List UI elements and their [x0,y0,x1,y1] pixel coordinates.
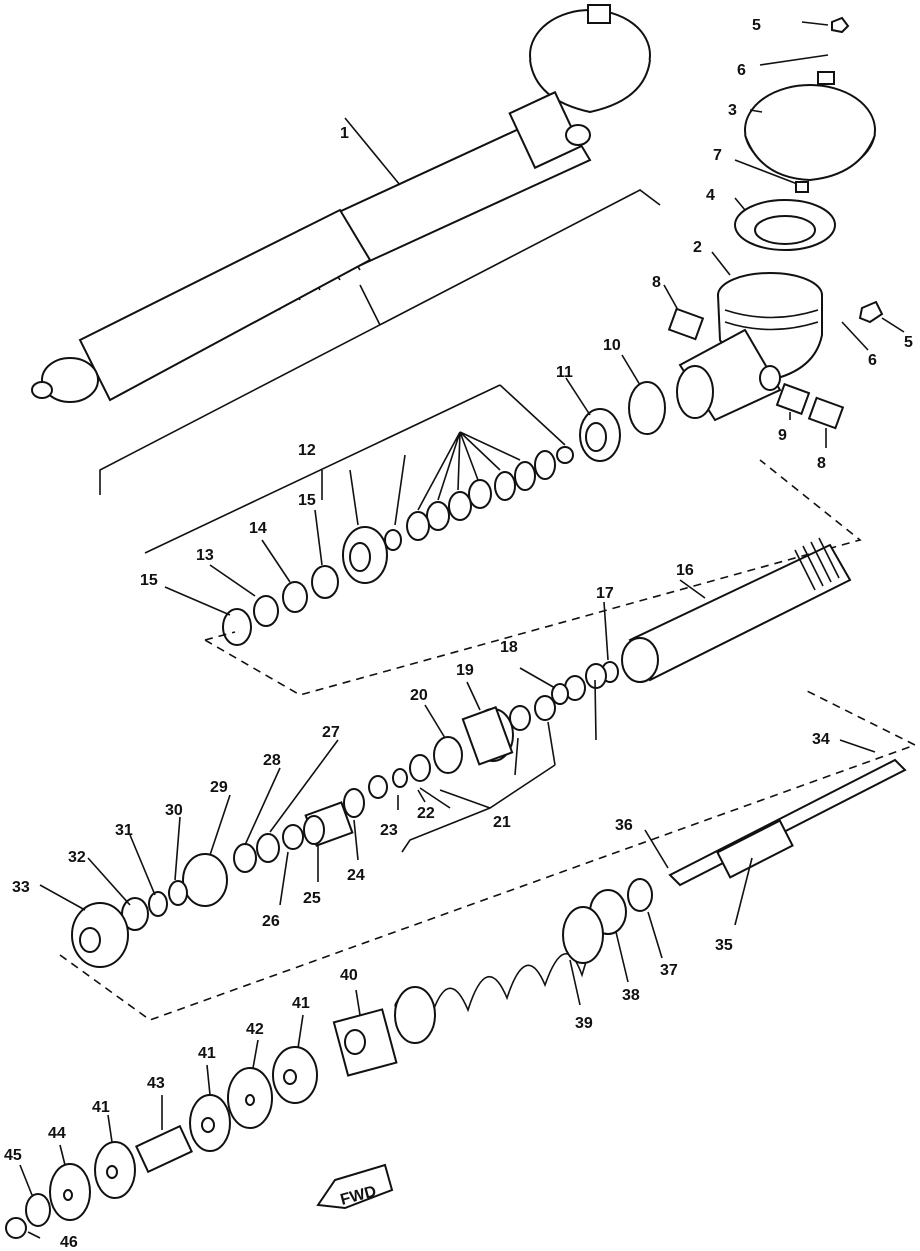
label-22: 22 [417,805,435,822]
label-6-top: 6 [737,62,746,79]
label-27: 27 [322,724,340,741]
label-26: 26 [262,913,280,930]
label-36: 36 [615,817,633,834]
label-14: 14 [249,520,267,537]
label-35: 35 [715,937,733,954]
inner-tube [601,537,852,683]
label-33: 33 [12,879,30,896]
label-46: 46 [60,1234,78,1251]
label-37: 37 [660,962,678,979]
label-34: 34 [812,731,830,748]
main-spring [394,906,604,1044]
label-41-c: 41 [92,1099,110,1116]
label-41-a: 41 [292,995,310,1012]
label-41-b: 41 [198,1045,216,1062]
label-1: 1 [340,125,349,142]
group-bracket-lower [59,689,918,1021]
label-18: 18 [500,639,518,656]
front-direction-marker: FWD [316,1163,394,1210]
label-3: 3 [728,102,737,119]
group-bracket-top [99,189,661,495]
label-16: 16 [676,562,694,579]
label-24: 24 [347,867,365,884]
label-29: 29 [210,779,228,796]
label-19: 19 [456,662,474,679]
label-5-right: 5 [904,334,913,351]
label-20: 20 [410,687,428,704]
label-39: 39 [575,1015,593,1032]
label-13b: 15 [298,492,316,509]
label-17: 17 [596,585,614,602]
label-44: 44 [48,1125,66,1142]
label-13: 13 [196,547,214,564]
label-15: 15 [140,572,158,589]
label-30: 30 [165,802,183,819]
label-32: 32 [68,849,86,866]
label-7: 7 [713,147,722,164]
label-12: 12 [298,442,316,459]
label-23: 23 [380,822,398,839]
label-5-top: 5 [752,17,761,34]
label-4: 4 [706,187,715,204]
label-25: 25 [303,890,321,907]
label-42: 42 [246,1021,264,1038]
fork-spring [78,208,372,402]
label-38: 38 [622,987,640,1004]
label-11: 11 [556,364,573,381]
label-9: 9 [778,427,787,444]
label-40: 40 [340,967,358,984]
label-8-top: 8 [652,274,661,291]
damper-parts [39,663,607,968]
label-28: 28 [263,752,281,769]
label-45: 45 [4,1147,22,1164]
label-10: 10 [603,337,621,354]
label-43: 43 [147,1075,165,1092]
damper-rod [589,739,907,983]
fork-assembly [31,4,651,403]
label-21: 21 [493,814,511,831]
valve-stack [144,384,574,646]
label-2: 2 [693,239,702,256]
group-bracket-middle [204,459,862,696]
cap-parts [565,16,905,462]
lower-parts [5,989,398,1239]
part-number-labels: 1 2 3 4 5 5 6 6 7 8 8 9 10 11 12 13 14 1… [4,17,913,1251]
label-8-bottom: 8 [817,455,826,472]
label-31: 31 [115,822,133,839]
label-6-right: 6 [868,352,877,369]
